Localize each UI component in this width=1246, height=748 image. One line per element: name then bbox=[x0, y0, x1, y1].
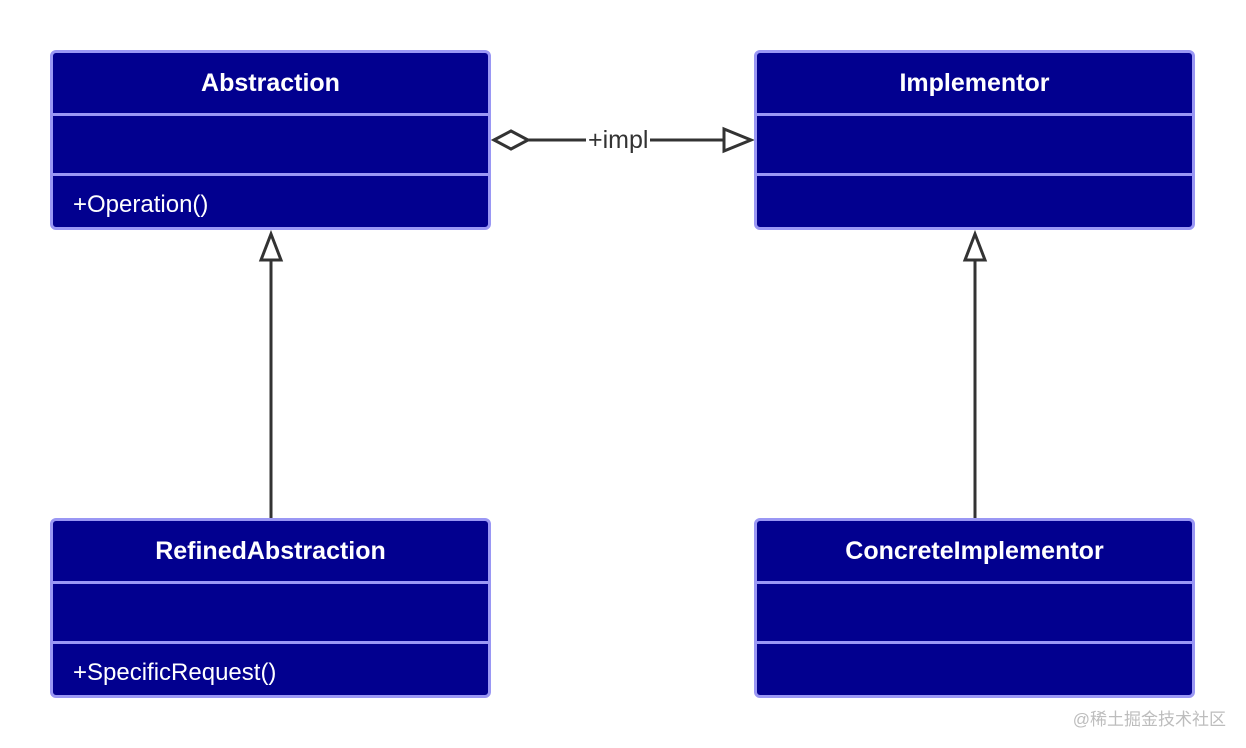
generalization-concrete-to-implementor bbox=[962, 229, 988, 519]
class-name: Abstraction bbox=[201, 68, 340, 97]
class-attributes bbox=[53, 581, 488, 641]
class-implementor[interactable]: Implementor bbox=[754, 50, 1195, 230]
generalization-arrowhead-icon bbox=[258, 229, 284, 262]
generalization-arrowhead-icon bbox=[962, 229, 988, 262]
class-refined-abstraction[interactable]: RefinedAbstraction +SpecificRequest() bbox=[50, 518, 491, 698]
association-label-impl: +impl bbox=[586, 126, 651, 155]
navigability-arrowhead-icon bbox=[722, 126, 755, 154]
watermark: @稀土掘金技术社区 bbox=[1072, 710, 1226, 729]
class-attributes bbox=[757, 581, 1192, 641]
class-operations bbox=[757, 641, 1192, 695]
class-operations: +Operation() bbox=[53, 173, 488, 227]
aggregation-diamond-icon bbox=[490, 129, 532, 151]
class-abstraction[interactable]: Abstraction +Operation() bbox=[50, 50, 491, 230]
class-attributes bbox=[53, 113, 488, 173]
class-attributes bbox=[757, 113, 1192, 173]
class-operations bbox=[757, 173, 1192, 227]
class-name: RefinedAbstraction bbox=[155, 536, 386, 565]
class-operations: +SpecificRequest() bbox=[53, 641, 488, 695]
class-name: ConcreteImplementor bbox=[845, 536, 1104, 565]
class-concrete-implementor[interactable]: ConcreteImplementor bbox=[754, 518, 1195, 698]
generalization-refined-to-abstraction bbox=[258, 229, 284, 519]
class-name: Implementor bbox=[899, 68, 1050, 97]
